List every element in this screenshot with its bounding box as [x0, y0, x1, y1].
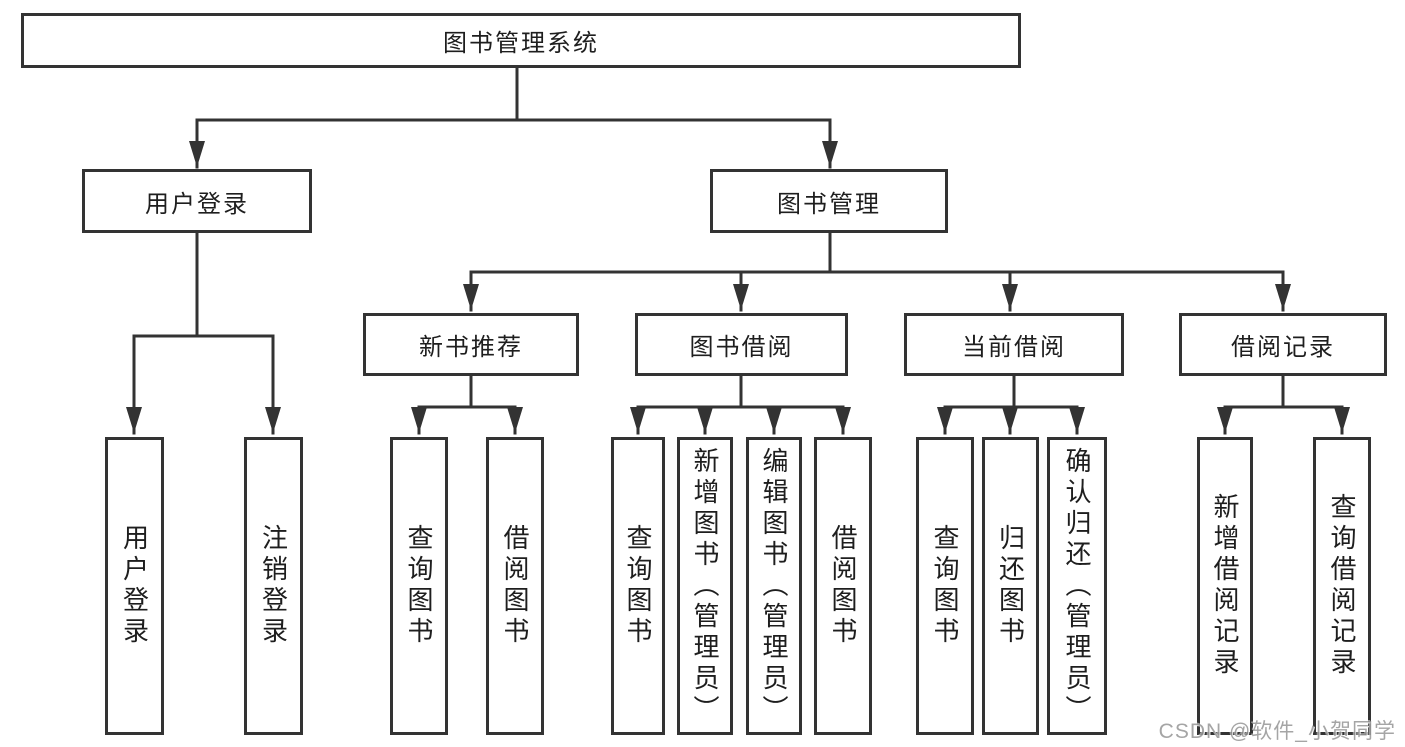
leaf-add-borrow-record: 新增借阅记录 — [1197, 437, 1253, 735]
leaf-query-borrow-record: 查询借阅记录 — [1313, 437, 1371, 735]
leaf-query-books-current: 查询图书 — [916, 437, 974, 735]
node-label: 图书管理系统 — [443, 30, 599, 57]
leaf-user-login: 用户登录 — [105, 437, 164, 735]
leaf-add-books-admin: 新增图书（管理员） — [677, 437, 733, 735]
connector-book-management-children — [463, 231, 1291, 312]
node-label: 借阅图书 — [828, 524, 858, 648]
node-label: 注销登录 — [258, 524, 289, 648]
node-new-book-recommendation: 新书推荐 — [363, 313, 579, 376]
node-label: 图书管理 — [777, 190, 881, 218]
node-label: 用户登录 — [145, 190, 249, 218]
leaf-query-books-recommend: 查询图书 — [390, 437, 448, 735]
leaf-borrow-books-borrowing: 借阅图书 — [814, 437, 872, 735]
connector-current-borrow-children — [937, 374, 1085, 435]
node-borrowing-records: 借阅记录 — [1179, 313, 1387, 376]
connector-new-book-children — [411, 374, 523, 435]
leaf-edit-books-admin: 编辑图书（管理员） — [746, 437, 802, 735]
node-book-borrowing: 图书借阅 — [635, 313, 848, 376]
leaf-borrow-books-recommend: 借阅图书 — [486, 437, 544, 735]
leaf-query-books-borrowing: 查询图书 — [611, 437, 665, 735]
connector-root-to-level2 — [189, 64, 838, 169]
node-user-login: 用户登录 — [82, 169, 312, 233]
node-label: 当前借阅 — [962, 334, 1066, 361]
connector-user-login-children — [126, 231, 281, 435]
node-label: 借阅图书 — [500, 524, 530, 648]
node-label: 编辑图书（管理员） — [759, 446, 789, 726]
node-label: 查询图书 — [623, 524, 653, 648]
node-label: 查询图书 — [930, 524, 960, 648]
node-current-borrowing: 当前借阅 — [904, 313, 1124, 376]
leaf-return-books: 归还图书 — [982, 437, 1039, 735]
node-label: 图书借阅 — [689, 334, 794, 361]
leaf-logout: 注销登录 — [244, 437, 303, 735]
node-label: 新增图书（管理员） — [690, 446, 720, 726]
node-label: 借阅记录 — [1231, 334, 1335, 361]
node-label: 查询借阅记录 — [1327, 493, 1357, 679]
node-book-management: 图书管理 — [710, 169, 948, 233]
watermark-csdn: CSDN @软件_小贺同学 — [1158, 720, 1396, 743]
node-label: 新书推荐 — [419, 334, 523, 361]
node-label: 查询图书 — [404, 524, 434, 648]
leaf-confirm-return-admin: 确认归还（管理员） — [1047, 437, 1107, 735]
node-label: 新增借阅记录 — [1210, 493, 1240, 679]
node-label: 归还图书 — [995, 524, 1026, 648]
node-label: 用户登录 — [119, 524, 150, 648]
node-label: 确认归还（管理员） — [1062, 446, 1092, 726]
node-library-management-system: 图书管理系统 — [21, 13, 1021, 68]
connector-book-borrow-children — [630, 374, 851, 435]
connector-borrow-record-children — [1217, 374, 1350, 435]
